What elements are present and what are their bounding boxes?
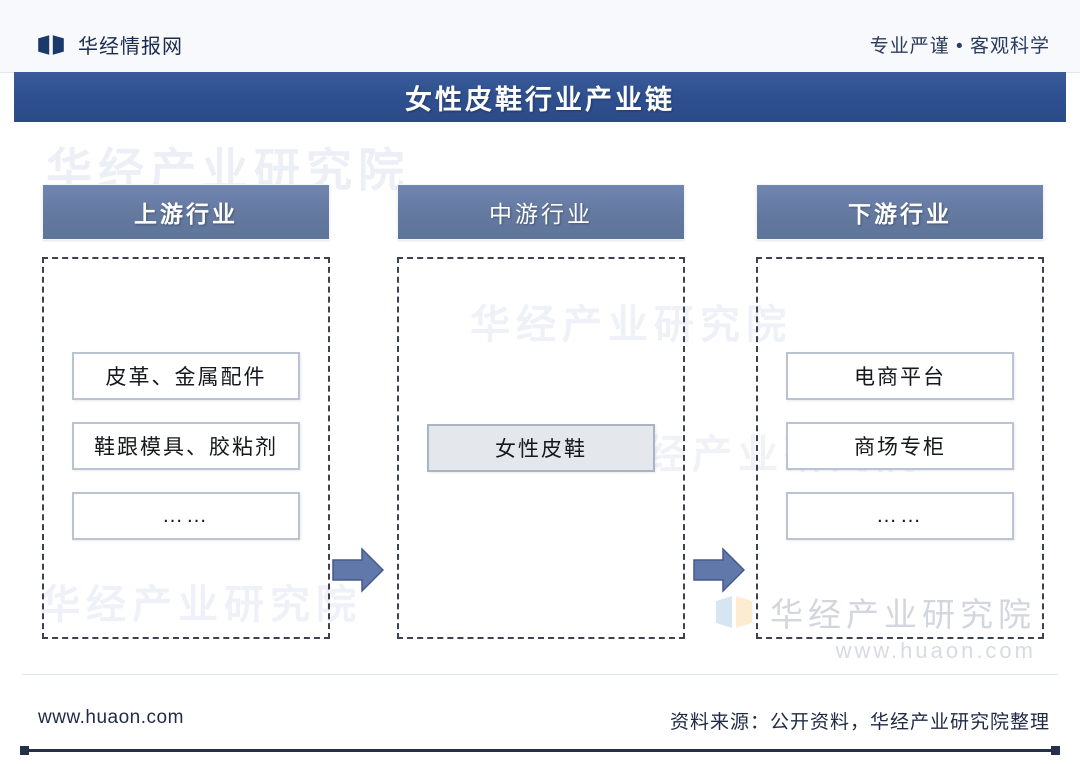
chain-item-label: 鞋跟模具、胶粘剂 xyxy=(94,436,278,459)
diagram-canvas: 华经产业研究院 华经产业研究院 华经产业研究院 华经产业研究院 上游行业 皮革、… xyxy=(0,122,1080,674)
chain-column-upstream: 上游行业 皮革、金属配件 鞋跟模具、胶粘剂 …… xyxy=(42,184,330,639)
chain-item[interactable]: 鞋跟模具、胶粘剂 xyxy=(72,422,300,470)
flow-arrow-right-icon xyxy=(332,547,385,593)
background-watermark: 华经产业研究院 xyxy=(40,583,362,627)
chain-item-label: 皮革、金属配件 xyxy=(105,366,267,389)
chain-item-label: 商场专柜 xyxy=(854,436,946,459)
column-body-upstream: 皮革、金属配件 鞋跟模具、胶粘剂 …… xyxy=(42,257,330,639)
chain-item[interactable]: …… xyxy=(72,492,300,540)
page-title: 女性皮鞋行业产业链 xyxy=(405,84,675,115)
chain-item[interactable]: 电商平台 xyxy=(786,352,1014,400)
chain-column-downstream: 下游行业 电商平台 商场专柜 …… xyxy=(756,184,1044,639)
footer-divider-top xyxy=(22,674,1058,675)
column-header-midstream: 中游行业 xyxy=(397,184,685,240)
brand: 华经情报网 xyxy=(36,30,183,59)
chain-column-midstream: 中游行业 女性皮鞋 xyxy=(397,184,685,639)
column-header-label: 中游行业 xyxy=(489,201,593,227)
footer-url[interactable]: www.huaon.com xyxy=(38,707,184,728)
brand-name: 华经情报网 xyxy=(78,36,183,58)
column-body-midstream: 女性皮鞋 xyxy=(397,257,685,639)
background-watermark: 华经产业研究院 xyxy=(470,303,792,347)
column-header-upstream: 上游行业 xyxy=(42,184,330,240)
chain-item[interactable]: 皮革、金属配件 xyxy=(72,352,300,400)
chain-item[interactable]: 女性皮鞋 xyxy=(427,424,655,472)
item-list-midstream: 女性皮鞋 xyxy=(427,259,655,637)
column-body-downstream: 电商平台 商场专柜 …… xyxy=(756,257,1044,639)
footer-rule-cap-right xyxy=(1051,746,1060,755)
chain-item-label: …… xyxy=(876,504,924,527)
watermark-name: 华经产业研究院 xyxy=(770,596,1036,633)
page-header: 华经情报网 专业严谨 • 客观科学 xyxy=(0,0,1080,73)
corner-watermark: 华经产业研究院 www.huaon.com xyxy=(712,588,1036,664)
item-list-downstream: 电商平台 商场专柜 …… xyxy=(786,352,1014,540)
chain-item-label: 电商平台 xyxy=(854,366,946,389)
watermark-logo-icon xyxy=(712,592,756,632)
footer-rule xyxy=(22,749,1058,752)
title-bar: 女性皮鞋行业产业链 xyxy=(14,72,1066,122)
page-footer: www.huaon.com 资料来源：公开资料，华经产业研究院整理 xyxy=(0,674,1080,764)
column-header-downstream: 下游行业 xyxy=(756,184,1044,240)
chain-item-label: …… xyxy=(162,504,210,527)
chain-item[interactable]: …… xyxy=(786,492,1014,540)
column-header-label: 上游行业 xyxy=(134,201,238,227)
flow-arrow-right-icon xyxy=(693,547,746,593)
chain-item-label: 女性皮鞋 xyxy=(495,438,587,461)
item-list-upstream: 皮革、金属配件 鞋跟模具、胶粘剂 …… xyxy=(72,352,300,540)
chain-item[interactable]: 商场专柜 xyxy=(786,422,1014,470)
open-book-logo-icon xyxy=(36,33,66,57)
column-header-label: 下游行业 xyxy=(848,201,952,227)
header-tagline: 专业严谨 • 客观科学 xyxy=(869,36,1050,57)
corner-watermark-row: 华经产业研究院 xyxy=(712,588,1036,636)
footer-source: 资料来源：公开资料，华经产业研究院整理 xyxy=(669,712,1050,733)
watermark-url: www.huaon.com xyxy=(835,638,1036,663)
